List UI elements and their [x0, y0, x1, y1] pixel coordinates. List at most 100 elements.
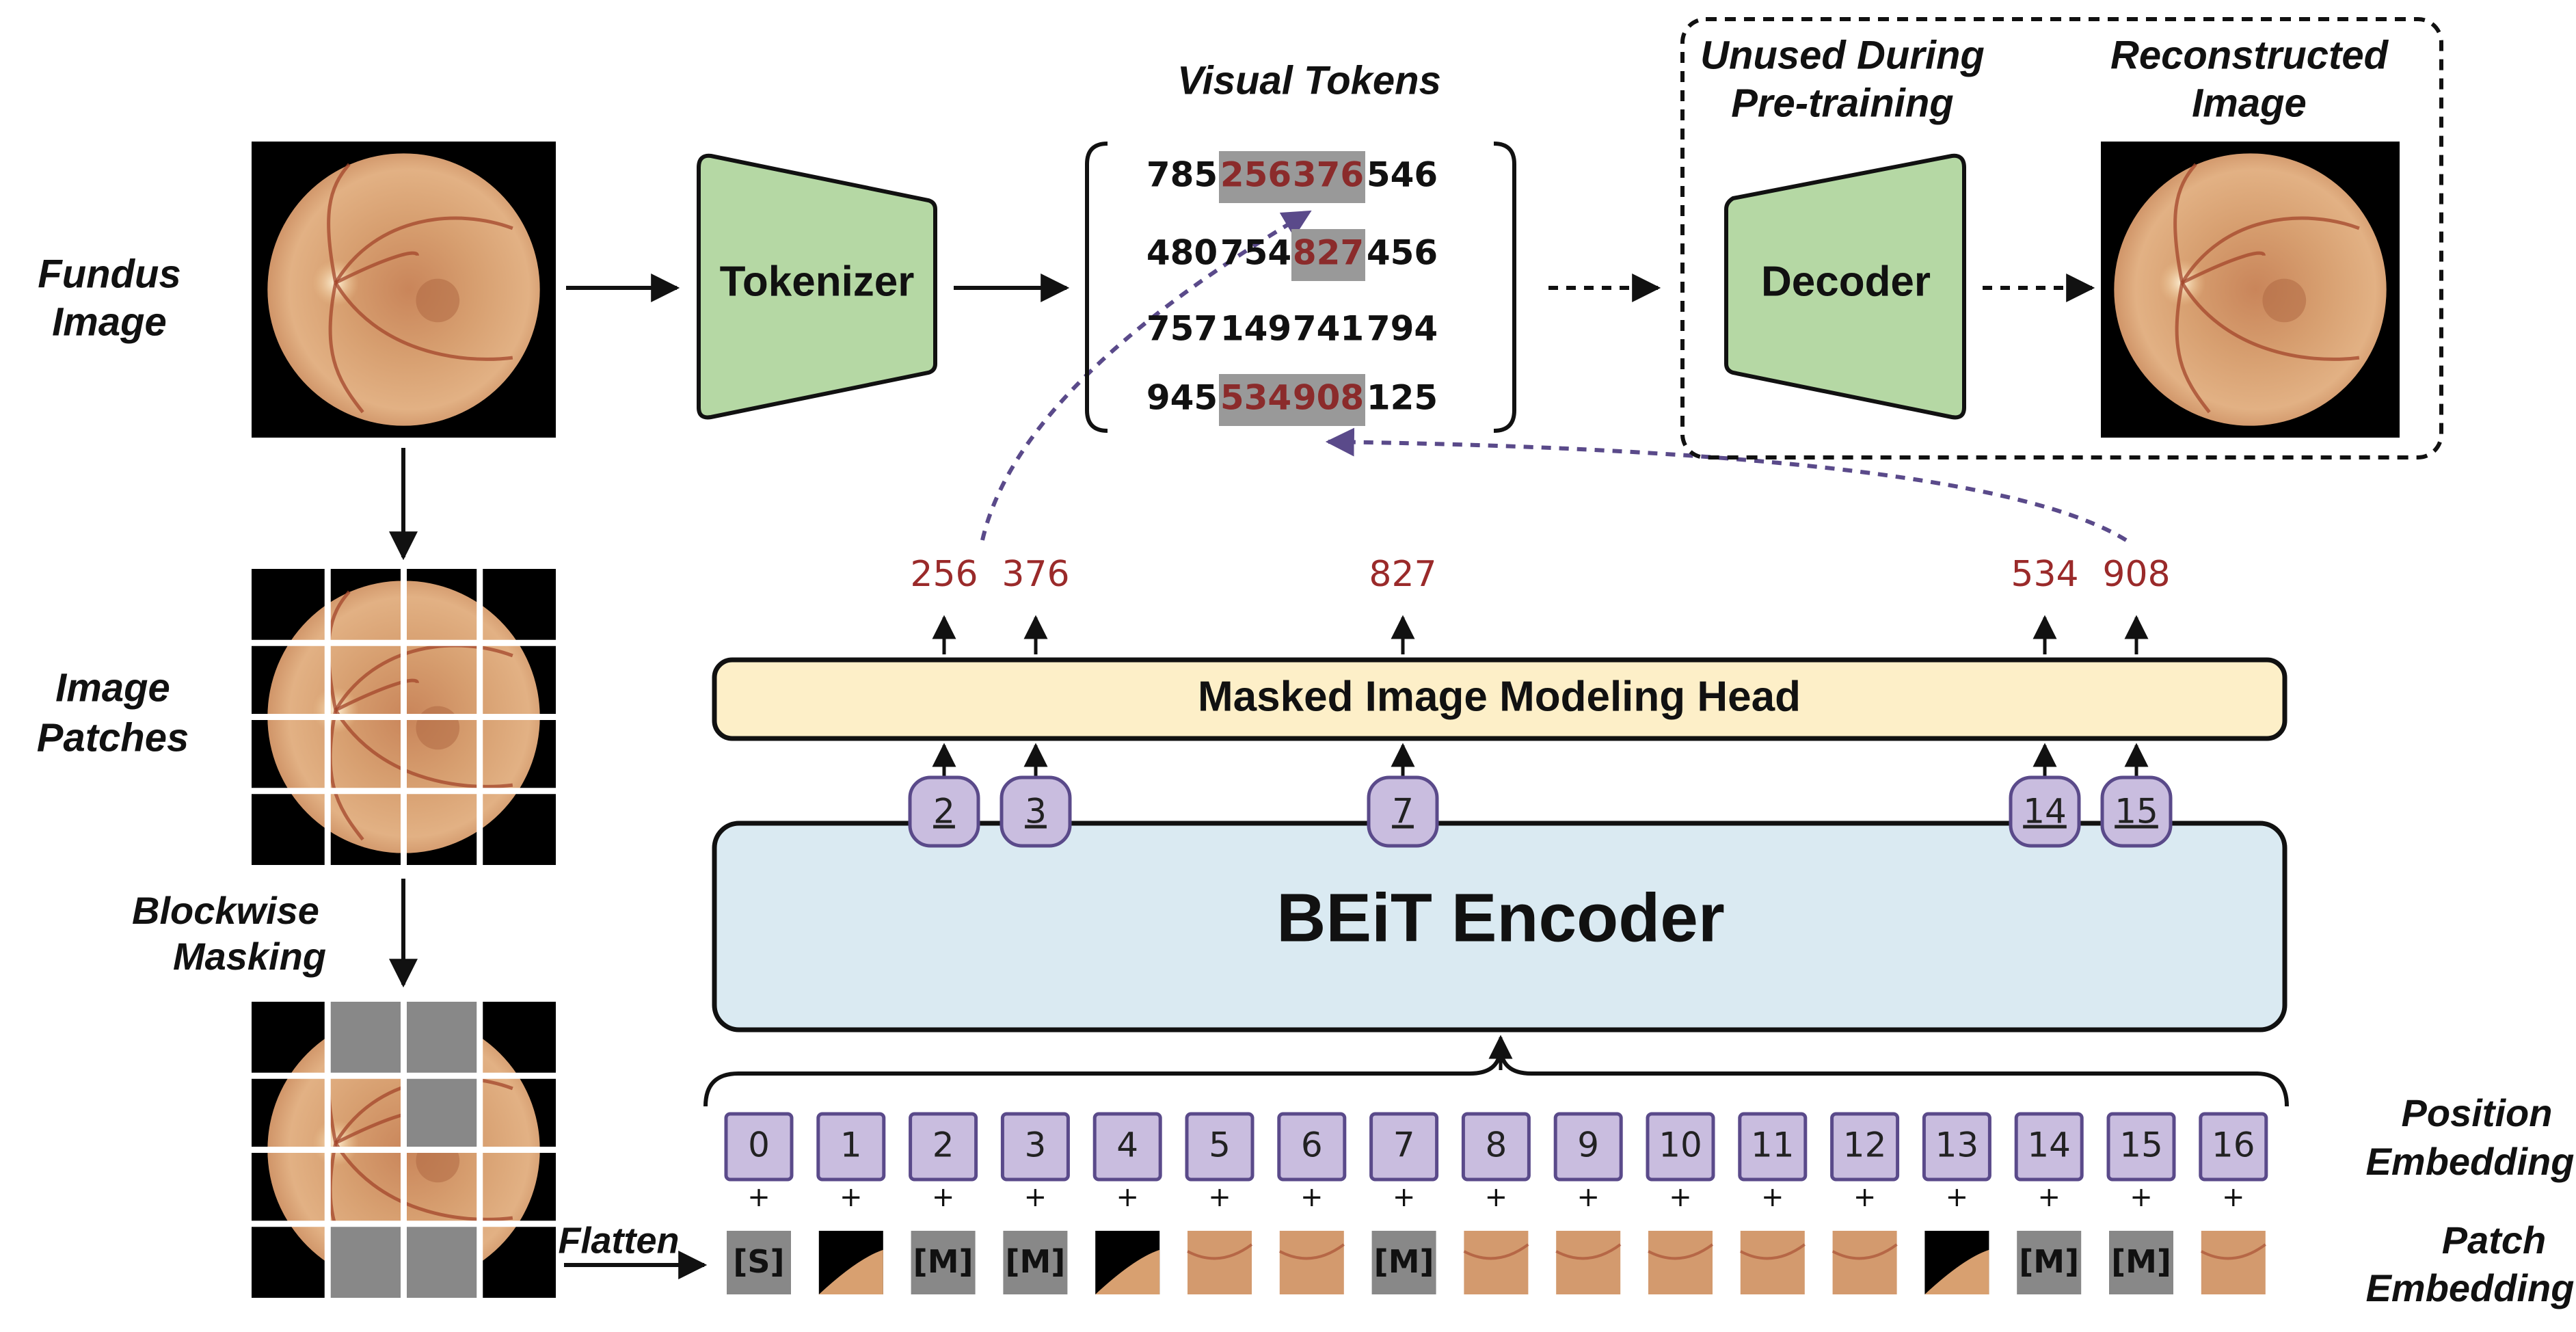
vessel-4 [2181, 251, 2266, 284]
vessel-2 [327, 163, 351, 284]
patch-retina [1740, 1231, 1805, 1294]
tokenizer-label: Tokenizer [720, 258, 915, 305]
position-embedding-label: 5 [1209, 1125, 1231, 1165]
masked-cell [327, 1223, 404, 1298]
token-cell: 125 [1367, 378, 1438, 418]
plus-sign: + [1761, 1182, 1784, 1213]
patch-mask-label: [M] [1005, 1243, 1065, 1280]
plus-sign: + [1116, 1182, 1139, 1213]
patch-mask-label: [S] [733, 1243, 784, 1280]
position-embedding-box [1185, 1112, 1255, 1182]
plus-sign: + [1300, 1182, 1324, 1213]
token-cell: 908 [1293, 378, 1364, 418]
token-cell: 757 [1146, 309, 1218, 349]
token-cell: 794 [1367, 309, 1438, 349]
masked-index-bubble [908, 775, 980, 848]
patch-retina [1464, 1231, 1529, 1294]
patch-vessel [1187, 1243, 1253, 1260]
retina-disc [267, 153, 540, 426]
position-embedding-label: 9 [1577, 1125, 1599, 1165]
position-embedding-label: 0 [748, 1125, 770, 1165]
masked-index-bubble [999, 775, 1072, 848]
position-embedding-box [1369, 1112, 1439, 1182]
plus-sign: + [2222, 1182, 2245, 1213]
patch-vessel [1832, 1243, 1898, 1260]
plus-sign: + [840, 1182, 863, 1213]
predicted-token: 534 [2011, 554, 2078, 595]
patch-mask-label: [M] [2019, 1243, 2079, 1280]
label-patches-line2: Patches [37, 715, 189, 760]
label-fundus-line2: Image [52, 299, 167, 344]
encoder-label: BEiT Encoder [1276, 879, 1725, 956]
token-cell: 480 [1146, 233, 1218, 273]
label-fundus-line1: Fundus [38, 252, 180, 296]
predicted-token: 256 [910, 554, 978, 595]
masked-cell [327, 1002, 404, 1076]
plus-sign: + [1393, 1182, 1416, 1213]
patch-mask-box [727, 1231, 791, 1294]
position-embedding-box [1277, 1112, 1347, 1182]
token-cell: 741 [1293, 309, 1364, 349]
label-patch-line2: Embedding [2366, 1266, 2575, 1309]
patch-retina-edge [818, 1249, 883, 1294]
token-cell: 546 [1367, 155, 1438, 195]
position-embedding-label: 11 [1751, 1125, 1795, 1165]
patch-retina [1188, 1231, 1252, 1294]
position-embedding-box [1738, 1112, 1808, 1182]
plus-sign: + [1577, 1182, 1600, 1213]
vessel-2 [2173, 163, 2197, 284]
patch-retina [1556, 1231, 1621, 1294]
position-embedding-label: 3 [1024, 1125, 1046, 1165]
position-embedding-label: 10 [1659, 1125, 1702, 1165]
position-embedding-box [724, 1112, 794, 1182]
position-embedding-label: 6 [1301, 1125, 1323, 1165]
masked-patches [252, 1002, 556, 1298]
plus-sign: + [747, 1182, 770, 1213]
masked-token-bg [1219, 151, 1293, 203]
decoder-label: Decoder [1761, 258, 1931, 305]
vessel-4 [334, 678, 419, 712]
patch-retina [1832, 1231, 1897, 1294]
position-embedding-box [1461, 1112, 1531, 1182]
vessel-0 [2180, 216, 2360, 284]
plus-sign: + [1485, 1182, 1508, 1213]
predicted-token: 376 [1002, 554, 1069, 595]
token-cell: 256 [1220, 155, 1291, 195]
position-embedding-box [1922, 1112, 1991, 1182]
plus-sign: + [1946, 1182, 1969, 1213]
label-position-line1: Position [2402, 1091, 2553, 1134]
position-embedding-label: 8 [1485, 1125, 1507, 1165]
vessel-0 [334, 216, 513, 284]
label-visual-tokens: Visual Tokens [1177, 58, 1441, 103]
plus-sign: + [1208, 1182, 1231, 1213]
token-cell: 376 [1293, 155, 1364, 195]
patch-mask-box [1003, 1231, 1068, 1294]
masked-index-label: 2 [933, 792, 955, 831]
label-blockwise-line1: Blockwise [132, 889, 319, 932]
vessel-3 [2175, 282, 2211, 414]
feedback-arrow-right [1325, 427, 2128, 542]
patch-retina [2201, 1231, 2266, 1294]
position-embedding-box [2106, 1112, 2176, 1182]
label-unused-line1: Unused During [1700, 33, 1985, 77]
masked-index-label: 3 [1025, 792, 1047, 831]
masked-cell [403, 1076, 480, 1150]
position-embedding-box [1000, 1112, 1070, 1182]
image-patches [252, 569, 556, 865]
position-embedding-label: 12 [1843, 1125, 1887, 1165]
position-embedding-box [2199, 1112, 2268, 1182]
label-patch-line1: Patch [2442, 1218, 2547, 1262]
position-embedding-box [2014, 1112, 2084, 1182]
vessel-1 [334, 282, 513, 361]
patch-vessel [2200, 1243, 2266, 1260]
retina-disc [2114, 153, 2387, 426]
position-embedding-label: 4 [1116, 1125, 1138, 1165]
label-unused-line2: Pre-training [1731, 81, 1954, 125]
predicted-token: 827 [1369, 554, 1436, 595]
position-embedding-label: 7 [1393, 1125, 1415, 1165]
masked-index-label: 15 [2115, 792, 2158, 831]
patch-mask-box [2109, 1231, 2173, 1294]
token-cell: 945 [1146, 378, 1218, 418]
patch-mask-box [1371, 1231, 1436, 1294]
plus-sign: + [932, 1182, 955, 1213]
